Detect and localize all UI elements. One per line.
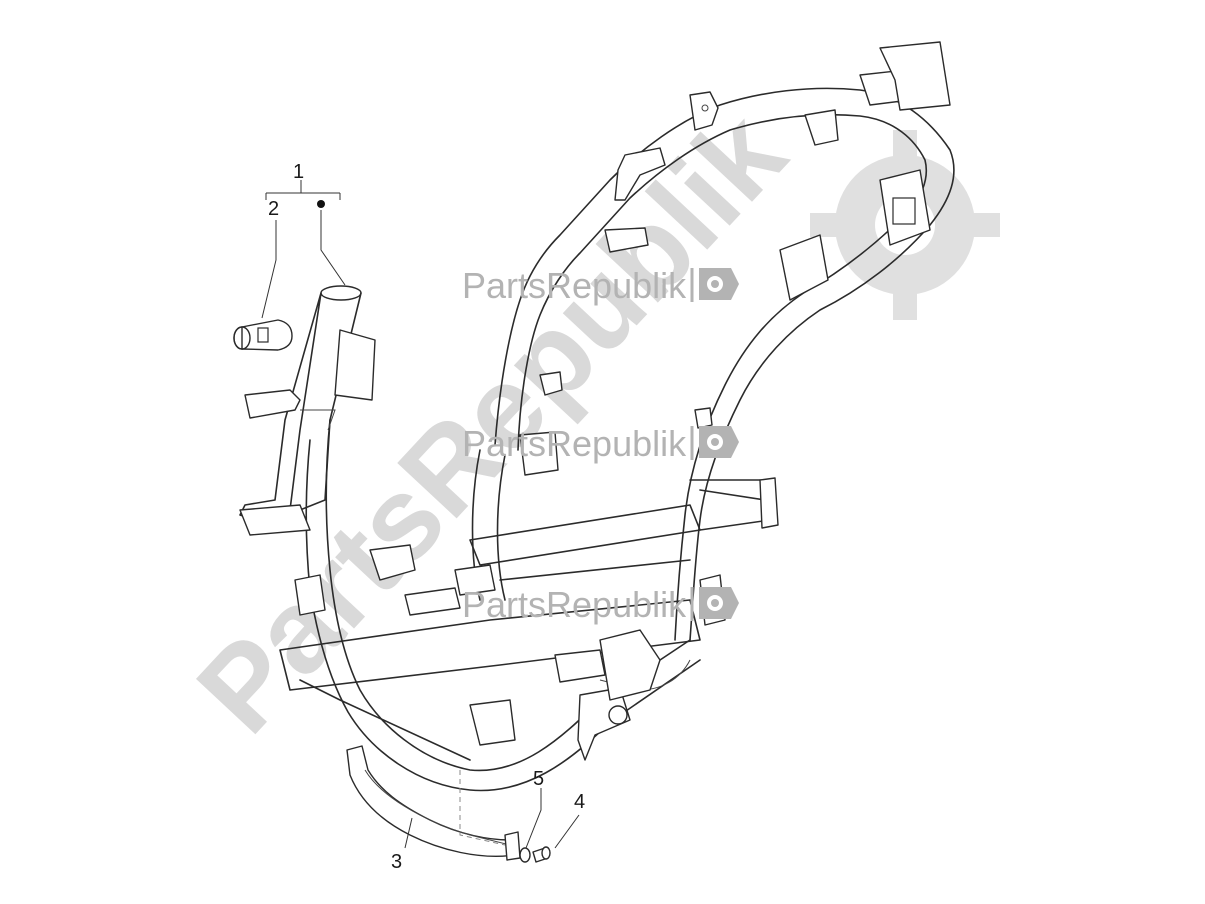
watermark-text: PartsRepublik (462, 584, 687, 625)
gear-icon (699, 268, 739, 300)
steering-head-tube (239, 285, 376, 536)
bolt-part (532, 846, 551, 863)
callout-1: 1 (293, 161, 304, 183)
watermark-row-2: PartsRepublik (462, 423, 739, 464)
watermark-row-3: PartsRepublik (462, 584, 739, 625)
frame-brackets (294, 41, 951, 761)
bearing-sleeve (233, 319, 293, 351)
callout-4: 4 (574, 791, 585, 813)
gear-icon (699, 587, 739, 619)
washer-part (519, 847, 531, 863)
leader-lines (261, 180, 580, 849)
callout-2: 2 (268, 198, 279, 220)
lower-bar (346, 745, 521, 861)
watermark-row-1: PartsRepublik (462, 265, 739, 306)
callout-3: 3 (391, 851, 402, 873)
gear-icon (699, 426, 739, 458)
callout-5: 5 (533, 768, 544, 790)
watermark-text: PartsRepublik (462, 423, 687, 464)
reference-line (459, 770, 506, 846)
watermark-text: PartsRepublik (462, 265, 687, 306)
